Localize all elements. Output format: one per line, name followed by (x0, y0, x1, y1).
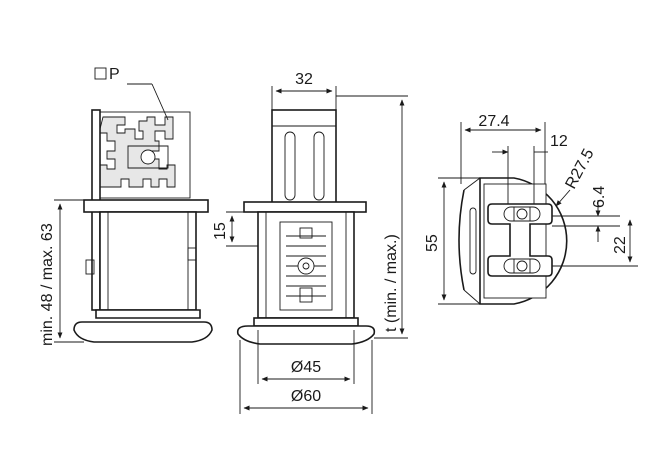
height-label: 55 (424, 234, 441, 252)
width-top-label: 32 (295, 71, 313, 88)
slot-offset-label: 6.4 (591, 186, 608, 208)
width-label: 27.4 (478, 113, 509, 130)
radius-label: R27.5 (563, 146, 598, 192)
slot-pitch-label: 22 (612, 236, 629, 254)
profile-section (97, 111, 191, 199)
outer-diameter-label: Ø60 (291, 388, 321, 405)
inner-diameter-label: Ø45 (291, 359, 321, 376)
adjust-label: 15 (212, 222, 229, 240)
height-range-label: min. 48 / max. 63 (39, 223, 56, 346)
thickness-label: t (min. / max.) (383, 234, 400, 332)
left-view: P min. 48 / max. 63 (39, 66, 213, 346)
profile-symbol-label: P (109, 66, 120, 83)
middle-view: 32 15 t (min. / max.) Ø45 Ø60 (212, 71, 408, 414)
right-view: 27.4 12 R27.5 6.4 22 55 (424, 113, 638, 305)
slot-width-label: 12 (550, 133, 568, 150)
